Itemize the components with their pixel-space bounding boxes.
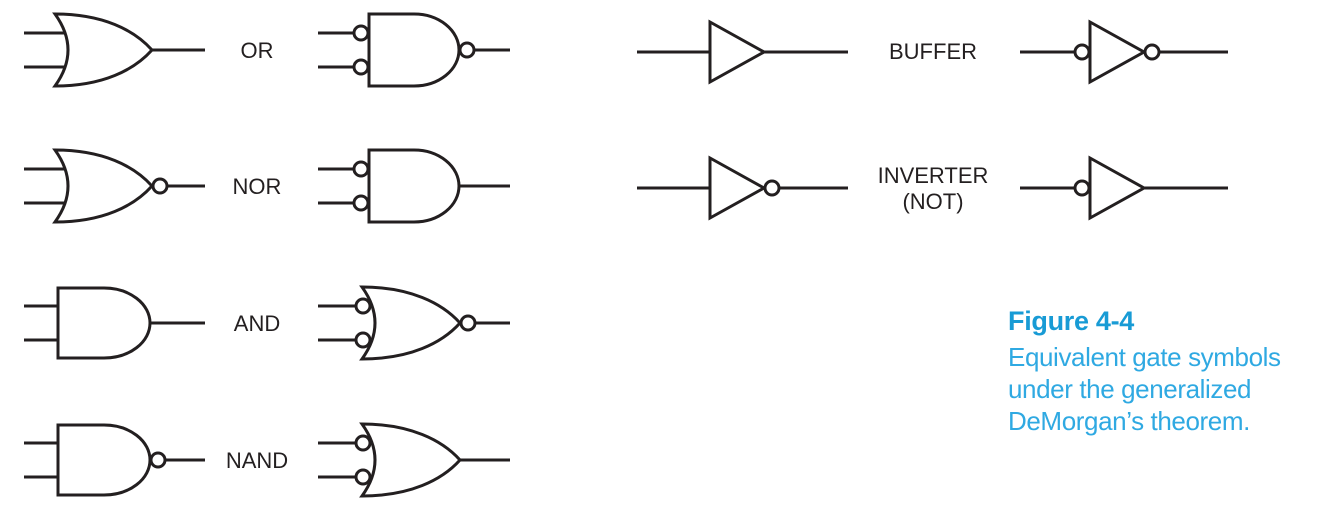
gate-nand-standard — [24, 423, 205, 497]
inversion-bubble — [352, 160, 370, 178]
figure-caption-title: Figure 4-4 — [1008, 306, 1135, 336]
gate-body — [52, 12, 155, 88]
figure-caption-line: Equivalent gate symbols — [1008, 342, 1281, 372]
gate-and-standard — [24, 286, 205, 360]
gate-label-nand: NAND — [226, 448, 288, 473]
inversion-bubble — [151, 177, 169, 195]
inversion-bubble — [763, 179, 781, 197]
inversion-bubble — [352, 194, 370, 212]
gate-body — [359, 422, 463, 498]
inversion-bubble — [1143, 43, 1161, 61]
gate-body — [56, 286, 152, 360]
gate-label-and: AND — [234, 311, 280, 336]
inversion-bubble — [352, 58, 370, 76]
inversion-bubble — [149, 451, 167, 469]
inversion-bubble — [354, 331, 372, 349]
gate-body — [708, 19, 768, 85]
inversion-bubble — [354, 434, 372, 452]
inversion-bubble — [1073, 43, 1091, 61]
gate-body — [56, 423, 152, 497]
inversion-bubble — [354, 297, 372, 315]
figure-caption: Figure 4-4 Equivalent gate symbols under… — [1008, 306, 1324, 437]
gate-body — [1088, 155, 1148, 221]
gates-layer — [24, 12, 1228, 498]
gate-buffer-standard — [637, 19, 848, 85]
gate-label-inverter: INVERTER — [878, 163, 989, 188]
gate-label-inverter-not: (NOT) — [902, 189, 963, 214]
gate-nor-equivalent — [318, 148, 510, 224]
gate-body — [52, 148, 155, 224]
gate-label-or: OR — [241, 38, 274, 63]
gate-body — [708, 155, 768, 221]
gate-body — [367, 148, 461, 224]
gate-body — [367, 12, 461, 88]
gate-inverter-equivalent — [1020, 155, 1228, 221]
gate-label-nor: NOR — [233, 174, 282, 199]
gate-and-equivalent — [318, 285, 510, 361]
inversion-bubble — [459, 314, 477, 332]
gate-nor-standard — [24, 148, 205, 224]
figure-caption-line: DeMorgan’s theorem. — [1008, 406, 1250, 436]
inversion-bubble — [1073, 179, 1091, 197]
figure-caption-line: under the generalized — [1008, 374, 1252, 404]
gate-body — [359, 285, 463, 361]
gate-or-equivalent — [318, 12, 510, 88]
inversion-bubble — [352, 24, 370, 42]
inversion-bubble — [354, 468, 372, 486]
gate-label-buffer: BUFFER — [889, 39, 977, 64]
gate-body — [1088, 19, 1148, 85]
gate-inverter-standard — [637, 155, 848, 221]
inversion-bubble — [458, 41, 476, 59]
gate-nand-equivalent — [318, 422, 510, 498]
gate-buffer-equivalent — [1020, 19, 1228, 85]
gate-or-standard — [24, 12, 205, 88]
